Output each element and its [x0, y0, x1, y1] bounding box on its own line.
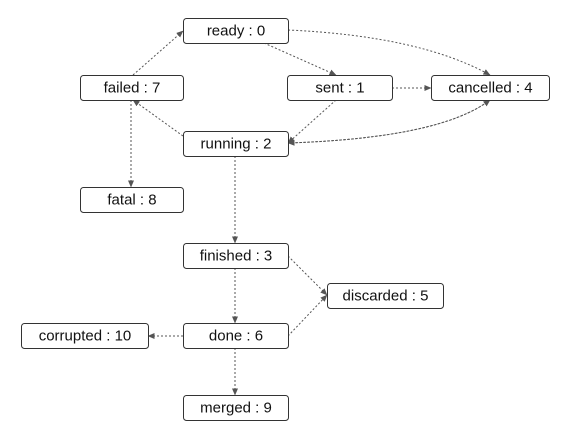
- node-running-label: running : 2: [201, 135, 272, 152]
- node-fatal[interactable]: fatal : 8: [80, 187, 184, 213]
- node-cancelled-label: cancelled : 4: [448, 79, 532, 96]
- node-ready[interactable]: ready : 0: [183, 18, 289, 44]
- node-merged[interactable]: merged : 9: [183, 395, 289, 421]
- node-failed[interactable]: failed : 7: [80, 75, 184, 101]
- node-running[interactable]: running : 2: [183, 131, 289, 157]
- node-merged-label: merged : 9: [200, 399, 272, 416]
- edge-failed-to-ready: [132, 30, 184, 76]
- nodes: ready : 0 sent : 1 running : 2 finished …: [21, 18, 550, 421]
- edges: [128, 29, 491, 396]
- node-sent-label: sent : 1: [315, 79, 364, 96]
- node-done-label: done : 6: [209, 327, 263, 344]
- node-failed-label: failed : 7: [104, 79, 161, 96]
- node-cancelled[interactable]: cancelled : 4: [431, 75, 550, 101]
- edge-ready-to-cancelled: [287, 29, 491, 76]
- edge-running-to-cancelled: [287, 99, 491, 144]
- edge-sent-to-running: [287, 99, 337, 144]
- node-corrupted-label: corrupted : 10: [39, 327, 132, 344]
- node-sent[interactable]: sent : 1: [287, 75, 393, 101]
- edge-ready-to-sent: [263, 42, 337, 76]
- node-corrupted[interactable]: corrupted : 10: [21, 323, 149, 349]
- node-finished[interactable]: finished : 3: [183, 243, 289, 269]
- edge-finished-to-discarded: [287, 255, 328, 296]
- edge-running-to-failed: [132, 99, 184, 137]
- edge-done-to-discarded: [287, 294, 328, 337]
- node-ready-label: ready : 0: [207, 22, 265, 39]
- node-done[interactable]: done : 6: [183, 323, 289, 349]
- node-discarded-label: discarded : 5: [343, 287, 429, 304]
- node-fatal-label: fatal : 8: [107, 191, 156, 208]
- edge-cancelled-to-running: [287, 99, 491, 146]
- node-discarded[interactable]: discarded : 5: [327, 283, 444, 309]
- node-finished-label: finished : 3: [200, 247, 273, 264]
